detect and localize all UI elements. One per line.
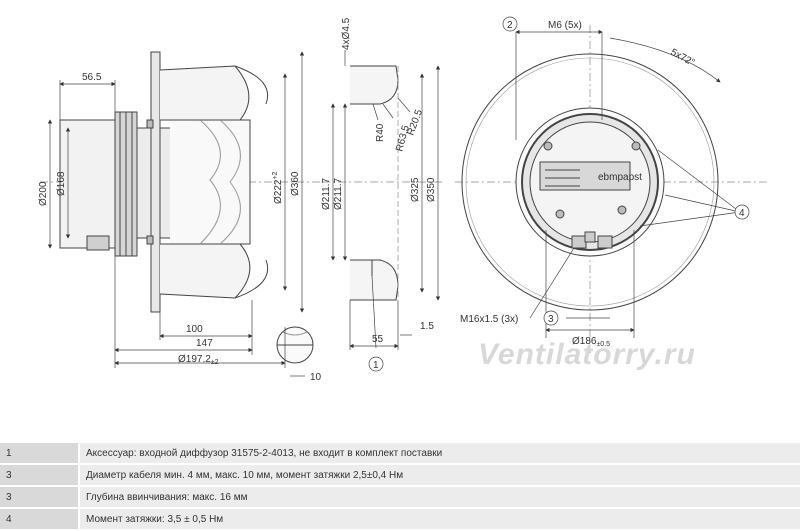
dim-m6: M6 (5x) [548, 20, 582, 31]
table-row: 3 Глубина ввинчивания: макс. 16 мм [0, 486, 800, 509]
note-number: 3 [0, 486, 79, 509]
technical-drawing: 56.5 Ø200 Ø168 Ø222+2 Ø360 100 147 Ø197.… [38, 16, 770, 383]
callout-3: 3 [548, 314, 554, 325]
table-row: 1 Аксессуар: входной диффузор 31575-2-40… [0, 443, 800, 465]
dim-100: 100 [186, 324, 203, 335]
dim-211-7-a: Ø211.7 [321, 178, 332, 210]
dim-55: 55 [372, 334, 384, 345]
dim-197-2: Ø197.2±2 [178, 354, 219, 366]
motor-brand-label: ebmpapst [598, 172, 642, 183]
dim-222: Ø222+2 [272, 171, 284, 204]
dim-56-5: 56.5 [82, 72, 102, 83]
note-number: 4 [0, 508, 79, 531]
table-row: 3 Диаметр кабеля мин. 4 мм, макс. 10 мм,… [0, 464, 800, 487]
callout-2: 2 [507, 20, 513, 31]
dim-360: Ø360 [290, 171, 301, 196]
note-number: 1 [0, 443, 79, 465]
dim-350: Ø350 [426, 177, 437, 202]
note-text: Момент затяжки: 3,5 ± 0,5 Нм [78, 508, 800, 531]
callout-1: 1 [373, 360, 379, 371]
watermark: Ventilatorry.ru [478, 338, 696, 371]
dim-5x72: 5x72° [669, 47, 697, 69]
dim-m16: M16x1.5 (3x) [460, 314, 518, 325]
front-view [455, 25, 770, 355]
dim-186: Ø186±0.5 [572, 336, 610, 348]
dim-147: 147 [196, 338, 213, 349]
dim-4x4-5: 4xØ4.5 [341, 17, 352, 50]
note-text: Диаметр кабеля мин. 4 мм, макс. 10 мм, м… [78, 464, 800, 487]
dim-r40: R40 [375, 123, 386, 142]
note-number: 3 [0, 464, 79, 487]
dim-1-5: 1.5 [420, 321, 434, 332]
dim-211-7-b: Ø211.7 [333, 178, 344, 210]
section-view [322, 65, 445, 301]
notes-table: 1 Аксессуар: входной диффузор 31575-2-40… [0, 443, 800, 531]
note-text: Аксессуар: входной диффузор 31575-2-4013… [78, 443, 800, 465]
dim-200: Ø200 [38, 181, 49, 206]
dim-10: 10 [310, 372, 322, 383]
table-row: 4 Момент затяжки: 3,5 ± 0,5 Нм [0, 508, 800, 531]
callout-4: 4 [739, 208, 745, 219]
side-view [40, 51, 320, 364]
dim-r63-5: R63.5 [394, 124, 412, 153]
dim-168: Ø168 [56, 171, 67, 196]
dim-325: Ø325 [410, 177, 421, 202]
note-text: Глубина ввинчивания: макс. 16 мм [78, 486, 800, 509]
